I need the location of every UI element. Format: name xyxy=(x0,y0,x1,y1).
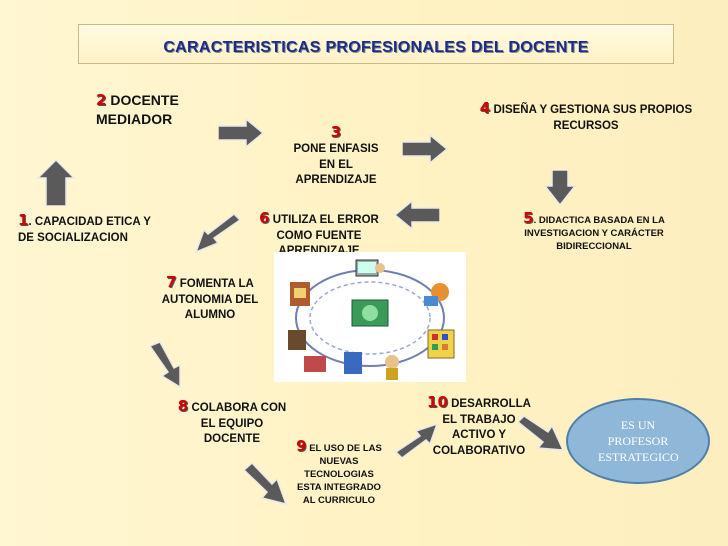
item-1-number: 1 xyxy=(18,211,29,229)
arrow-2-to-3 xyxy=(218,118,264,148)
item-7: 7 FOMENTA LA AUTONOMIA DEL ALUMNO xyxy=(156,272,264,324)
arrow-3-to-4 xyxy=(402,134,448,164)
arrow-9-to-10 xyxy=(394,422,438,459)
item-7-number: 7 xyxy=(166,273,177,291)
item-8: 8 COLABORA CON EL EQUIPO DOCENTE xyxy=(174,396,290,448)
item-9: 9 EL USO DE LAS NUEVAS TECNOLOGIAS ESTA … xyxy=(294,436,384,508)
item-9-text: EL USO DE LAS NUEVAS TECNOLOGIAS ESTA IN… xyxy=(297,443,382,506)
item-7-text: FOMENTA LA AUTONOMIA DEL ALUMNO xyxy=(161,278,259,322)
item-1: 1. CAPACIDAD ETICA Y DE SOCIALIZACION xyxy=(18,210,168,246)
arrow-8-to-9 xyxy=(242,461,288,506)
item-9-number: 9 xyxy=(296,437,307,455)
diagram-title: CARACTERISTICAS PROFESIONALES DEL DOCENT… xyxy=(163,39,589,56)
arrow-4-to-5 xyxy=(544,170,576,206)
item-5-number: 5 xyxy=(523,209,534,227)
item-1-sep: . xyxy=(28,216,32,228)
item-5-text: DIDACTICA BASADA EN LA INVESTIGACION Y C… xyxy=(524,215,665,253)
conclusion-oval: ES UN PROFESOR ESTRATEGICO xyxy=(566,398,710,484)
network-clipart-icon xyxy=(288,259,455,380)
arrow-7-to-8 xyxy=(148,341,181,388)
arrow-1-to-2 xyxy=(36,158,76,206)
item-3: 3 PONE ENFASIS EN EL APRENDIZAJE xyxy=(286,122,386,189)
arrow-10-to-conclusion xyxy=(516,415,564,451)
central-illustration xyxy=(274,252,466,382)
item-8-text: COLABORA CON EL EQUIPO DOCENTE xyxy=(191,402,287,446)
item-4-number: 4 xyxy=(479,99,491,117)
item-4-text: DISEÑA Y GESTIONA SUS PROPIOS RECURSOS xyxy=(493,104,693,132)
item-1-text: CAPACIDAD ETICA Y DE SOCIALIZACION xyxy=(18,216,151,244)
item-6-number: 6 xyxy=(259,209,270,227)
item-6-text: UTILIZA EL ERROR COMO FUENTE APRENDIZAJE xyxy=(272,214,379,257)
arrow-6-to-7 xyxy=(194,213,242,254)
title-box: CARACTERISTICAS PROFESIONALES DEL DOCENT… xyxy=(78,24,674,64)
item-3-text: PONE ENFASIS EN EL APRENDIZAJE xyxy=(293,143,379,187)
arrow-5-to-6 xyxy=(394,200,440,230)
item-10-text: DESARROLLA EL TRABAJO ACTIVO Y COLABORAT… xyxy=(432,398,531,457)
conclusion-text: ES UN PROFESOR ESTRATEGICO xyxy=(598,417,679,465)
item-6: 6 UTILIZA EL ERROR COMO FUENTE APRENDIZA… xyxy=(254,208,384,260)
item-10: 10 DESARROLLA EL TRABAJO ACTIVO Y COLABO… xyxy=(424,392,534,459)
item-4: 4 DISEÑA Y GESTIONA SUS PROPIOS RECURSOS xyxy=(474,98,698,134)
item-8-number: 8 xyxy=(177,397,189,415)
item-5: 5. DIDACTICA BASADA EN LA INVESTIGACION … xyxy=(514,208,674,254)
item-5-sep: . xyxy=(533,215,537,226)
item-2: 2 DOCENTE MEDIADOR xyxy=(96,90,206,129)
item-3-number: 3 xyxy=(330,123,342,141)
item-2-text: DOCENTE MEDIADOR xyxy=(96,92,179,128)
item-10-number: 10 xyxy=(427,393,448,411)
item-2-number: 2 xyxy=(96,91,107,109)
